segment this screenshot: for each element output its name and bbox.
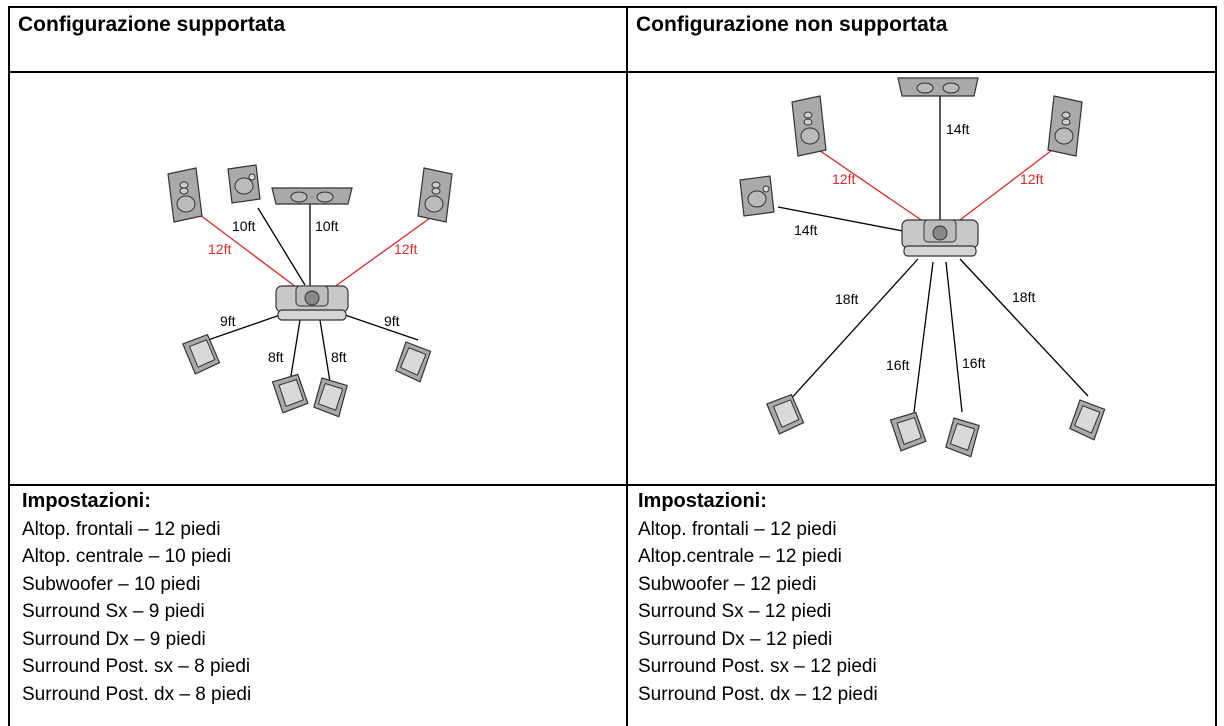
- left-setting-item: Surround Dx – 9 piedi: [22, 628, 206, 650]
- right-settings: Impostazioni: Altop. frontali – 12 piedi…: [638, 488, 878, 708]
- center-distance-label: 10ft: [315, 218, 338, 234]
- surround-right-line: [959, 258, 1089, 397]
- front-left-speaker-icon: [167, 167, 203, 223]
- right-setting-item: Altop. frontali – 12 piedi: [638, 518, 837, 540]
- sofa-icon: [275, 285, 349, 321]
- surround-left-line: [787, 258, 919, 403]
- surround-right-distance-label: 18ft: [1012, 289, 1035, 305]
- table-border-right: [1215, 6, 1217, 726]
- front-right-distance-label: 12ft: [1020, 171, 1043, 187]
- front-left-line: [809, 143, 931, 227]
- surround-right-line: [344, 314, 419, 341]
- subwoofer-line: [777, 206, 909, 233]
- rear-right-speaker-icon: [313, 377, 348, 418]
- left-settings: Impostazioni: Altop. frontali – 12 piedi…: [22, 488, 251, 708]
- rear-right-distance-label: 16ft: [962, 355, 985, 371]
- sofa-icon: [901, 219, 979, 257]
- right-setting-item: Surround Post. sx – 12 piedi: [638, 656, 877, 677]
- front-left-line: [199, 214, 301, 291]
- right-settings-title: Impostazioni:: [638, 490, 767, 512]
- subwoofer-line: [257, 207, 306, 286]
- rear-left-speaker-icon: [271, 373, 309, 414]
- left-column-header: Configurazione supportata: [18, 13, 286, 36]
- unsupported-config-diagram: 14ft 12ft 12ft 14ft 18ft 18ft 16ft 16ft: [730, 74, 1130, 466]
- right-setting-item: Surround Sx – 12 piedi: [638, 601, 832, 622]
- left-setting-item: Surround Post. sx – 8 piedi: [22, 656, 251, 677]
- left-setting-item: Altop. frontali – 12 piedi: [22, 518, 221, 540]
- subwoofer-icon: [739, 175, 775, 217]
- left-setting-item: Surround Sx – 9 piedi: [22, 601, 205, 622]
- front-right-speaker-icon: [1047, 95, 1083, 157]
- surround-left-speaker-icon: [766, 393, 805, 435]
- right-setting-item: Surround Dx – 12 piedi: [638, 628, 833, 650]
- front-left-distance-label: 12ft: [832, 171, 855, 187]
- left-setting-item: Subwoofer – 10 piedi: [22, 573, 201, 595]
- rear-left-speaker-icon: [889, 411, 927, 452]
- table-row-divider-2: [8, 484, 1216, 486]
- rear-right-line: [319, 319, 331, 383]
- table-row-divider-1: [8, 71, 1216, 73]
- surround-left-speaker-icon: [182, 333, 221, 375]
- front-right-line: [329, 217, 431, 291]
- surround-left-line: [207, 314, 281, 341]
- front-right-speaker-icon: [417, 167, 453, 223]
- surround-left-distance-label: 9ft: [220, 313, 236, 329]
- rear-right-speaker-icon: [945, 417, 980, 458]
- supported-config-diagram: 12ft 12ft 10ft 10ft 9ft 9ft 8ft 8ft: [150, 150, 480, 420]
- surround-right-distance-label: 9ft: [384, 313, 400, 329]
- left-setting-item: Surround Post. dx – 8 piedi: [22, 683, 252, 705]
- center-distance-label: 14ft: [946, 121, 969, 137]
- right-column-header: Configurazione non supportata: [636, 13, 948, 36]
- front-right-line: [951, 143, 1061, 227]
- front-left-distance-label: 12ft: [208, 241, 231, 257]
- rear-left-line: [913, 261, 934, 413]
- surround-left-distance-label: 18ft: [835, 291, 858, 307]
- rear-right-distance-label: 8ft: [331, 349, 347, 365]
- subwoofer-icon: [227, 164, 261, 204]
- subwoofer-distance-label: 10ft: [232, 218, 255, 234]
- table-border-top: [8, 6, 1216, 8]
- table-column-divider: [626, 6, 628, 726]
- surround-right-speaker-icon: [1069, 399, 1106, 441]
- front-right-distance-label: 12ft: [394, 241, 417, 257]
- front-left-speaker-icon: [791, 95, 827, 157]
- left-settings-title: Impostazioni:: [22, 490, 151, 512]
- right-setting-item: Surround Post. dx – 12 piedi: [638, 683, 878, 705]
- left-setting-item: Altop. centrale – 10 piedi: [22, 546, 232, 567]
- center-speaker-icon: [271, 187, 353, 205]
- rear-left-distance-label: 16ft: [886, 357, 909, 373]
- surround-right-speaker-icon: [395, 341, 432, 383]
- rear-right-line: [945, 261, 963, 413]
- right-setting-item: Subwoofer – 12 piedi: [638, 573, 817, 595]
- subwoofer-distance-label: 14ft: [794, 222, 817, 238]
- rear-left-distance-label: 8ft: [268, 349, 284, 365]
- table-border-left: [8, 6, 10, 726]
- rear-left-line: [289, 319, 301, 383]
- right-setting-item: Altop.centrale – 12 piedi: [638, 546, 842, 567]
- center-speaker-icon: [897, 77, 979, 97]
